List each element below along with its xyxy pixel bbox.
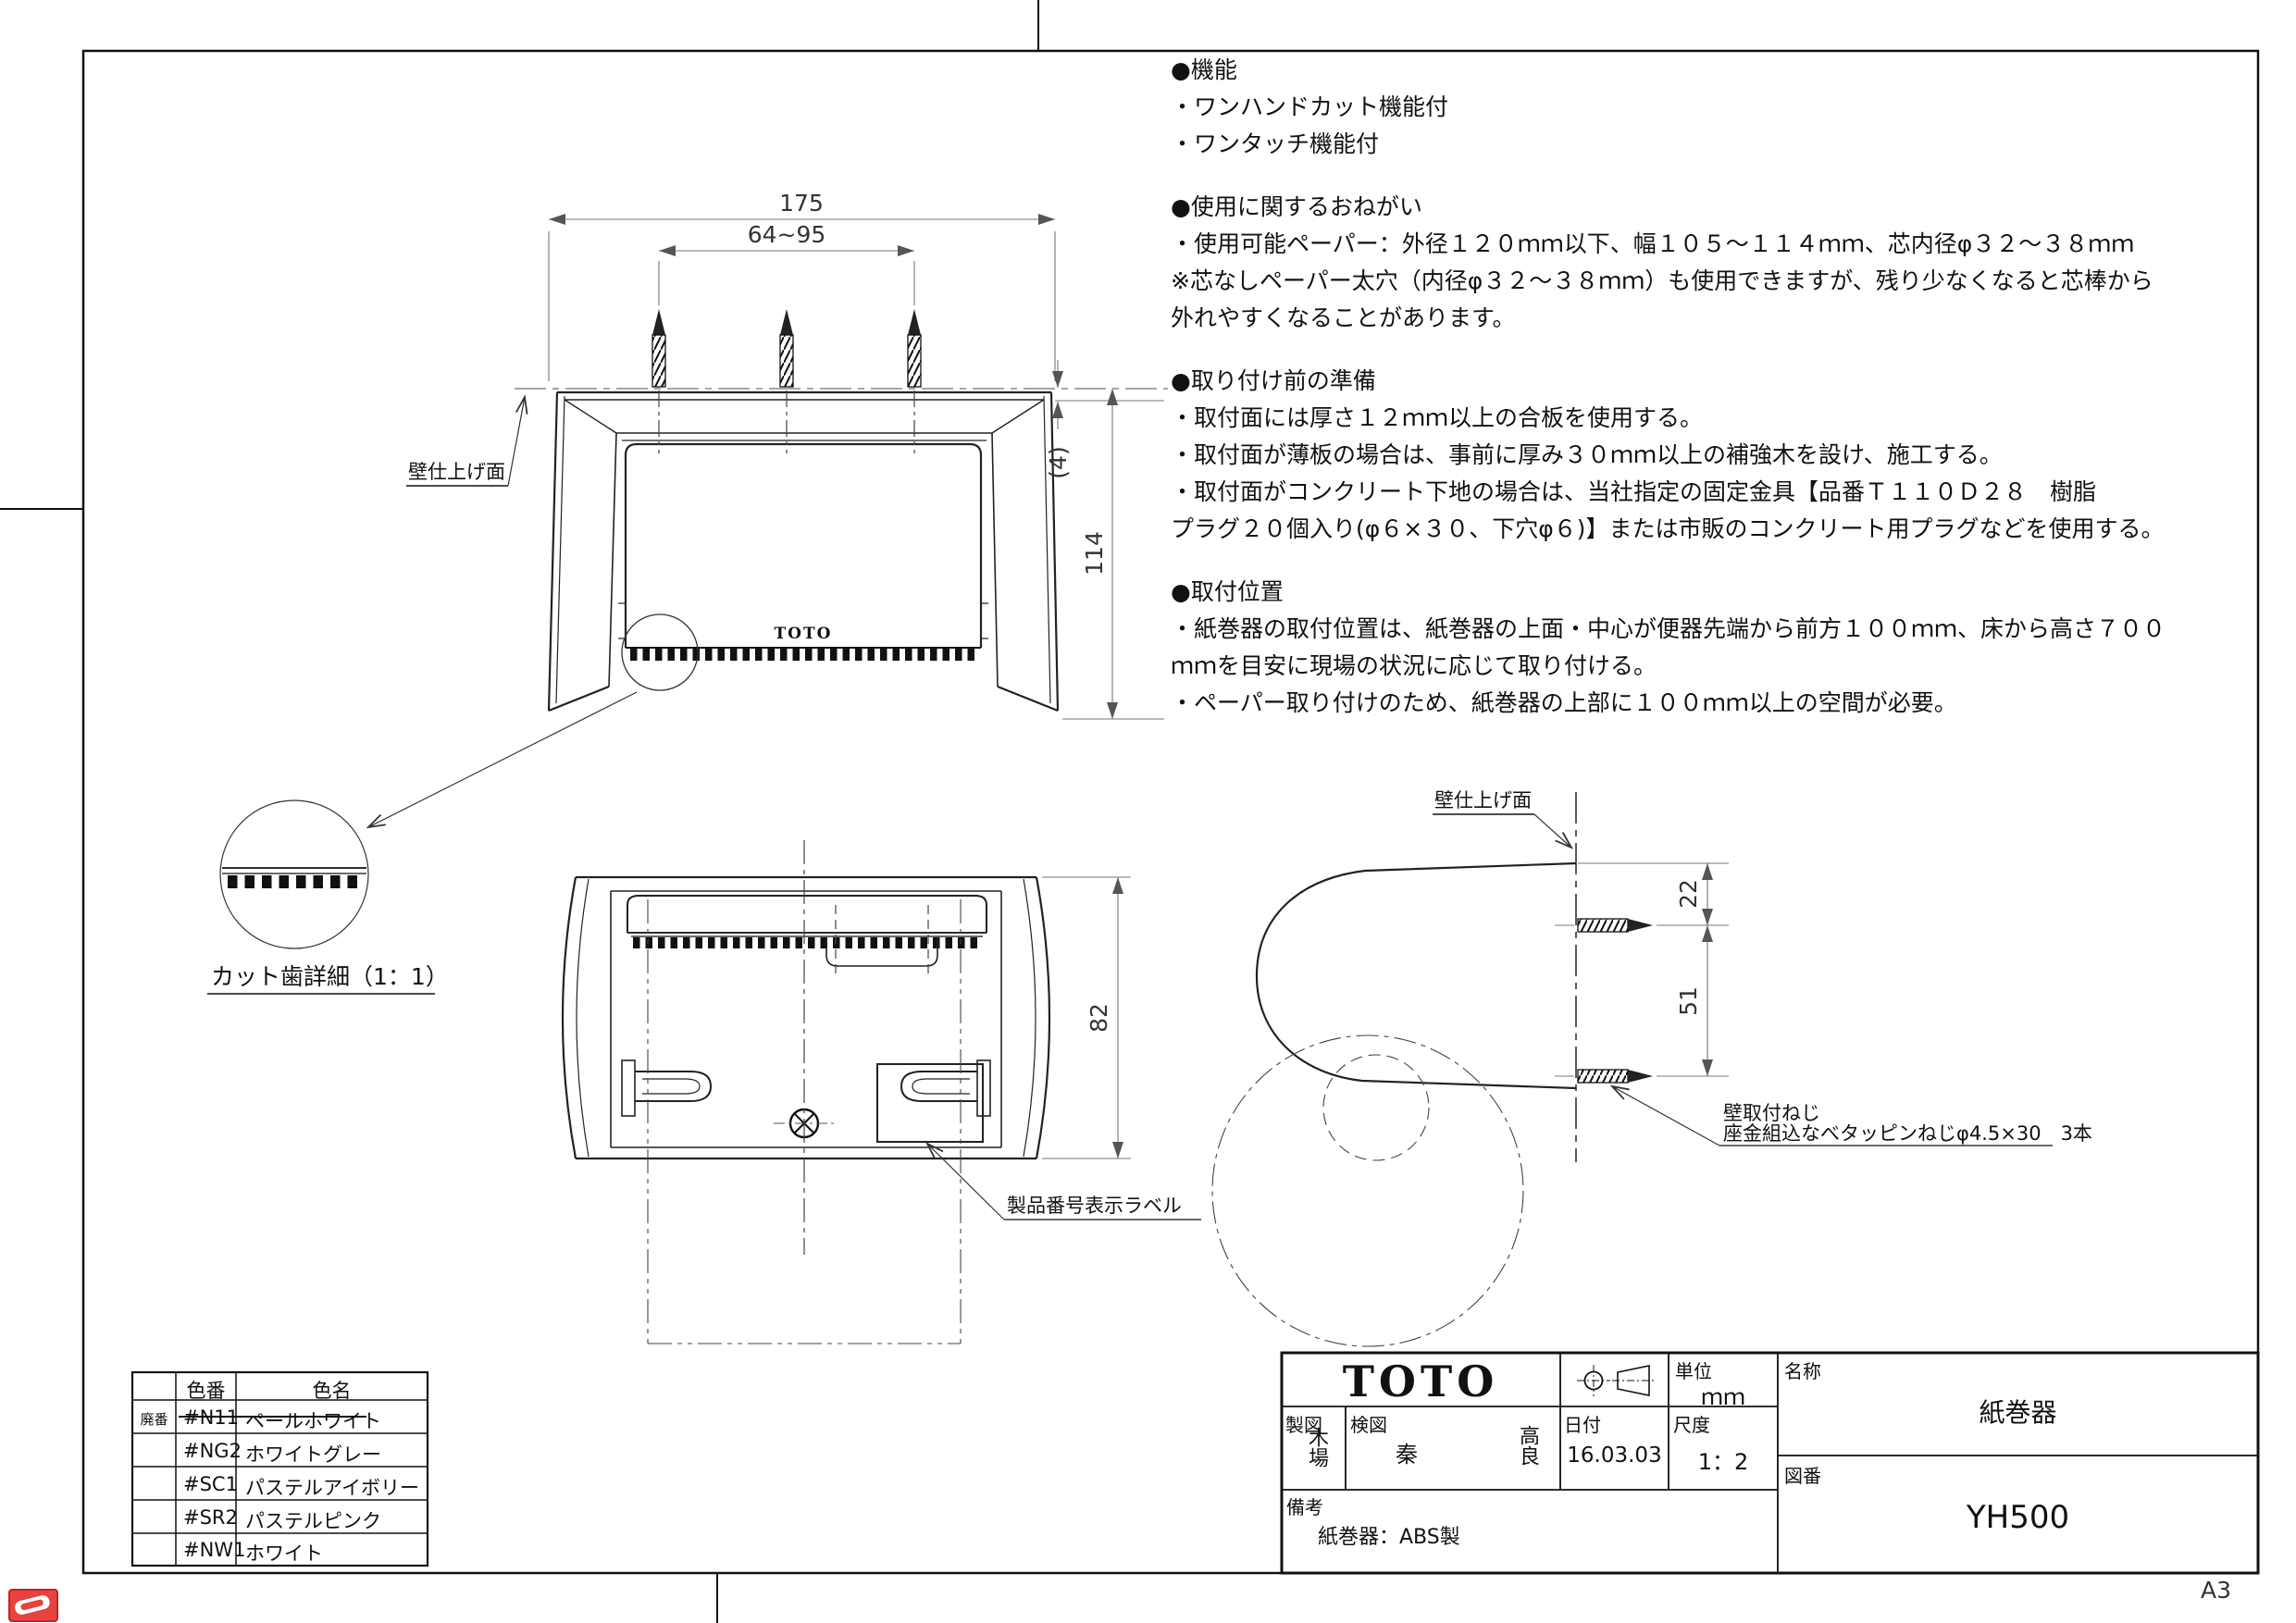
color-name-cell: ホワイトグレー — [245, 1443, 381, 1466]
unit-value: ｍｍ — [1701, 1384, 1745, 1410]
name-value: 紙巻器 — [1979, 1397, 2057, 1428]
drawing-number-label: 図番 — [1784, 1465, 1821, 1487]
note-section-usage: ●使用に関するおねがい ・使用可能ペーパー：外径１２０ｍｍ以下、幅１０５～１１４… — [1171, 189, 2267, 337]
color-code-cell: #NG2 — [183, 1440, 242, 1462]
drafter-value: 木場 — [1305, 1427, 1328, 1468]
red-stamp-icon — [8, 1589, 58, 1622]
dim-depth: 82 — [1086, 1003, 1112, 1033]
bottom-view: 82 製品番号表示ラベル — [561, 840, 1201, 1344]
note-line: ・使用可能ペーパー：外径１２０ｍｍ以下、幅１０５～１１４ｍｍ、芯内径φ３２～３８… — [1171, 230, 2135, 257]
note-section-features: ●機能 ・ワンハンドカット機能付 ・ワンタッチ機能付 — [1171, 52, 2267, 163]
wall-screw-note-line1: 壁取付ねじ — [1723, 1102, 1820, 1124]
color-code-cell: #SC1 — [183, 1473, 238, 1495]
discontinued-mark: 廃番 — [140, 1411, 168, 1428]
dim-screw-pitch: 51 — [1675, 986, 1702, 1016]
note-heading: ●機能 — [1171, 56, 1237, 83]
remarks-value: 紙巻器：ABS製 — [1318, 1526, 1460, 1549]
scale-label: 尺度 — [1673, 1414, 1710, 1436]
title-block-grid — [1280, 1351, 2260, 1575]
mounting-screw-icon — [907, 309, 922, 453]
note-line: ・ワンハンドカット機能付 — [1171, 93, 1449, 120]
note-section-position: ●取付位置 ・紙巻器の取付位置は、紙巻器の上面・中心が便器先端から前方１００ｍｍ… — [1171, 574, 2267, 722]
note-line: ・取付面が薄板の場合は、事前に厚み３０ｍｍ以上の補強木を設け、施工する。 — [1171, 441, 2003, 468]
unit-label: 単位 — [1675, 1360, 1712, 1382]
note-line: プラグ２０個入り(φ６×３０、下穴φ６)】または市販のコンクリート用プラグなどを… — [1171, 515, 2165, 542]
note-line: ・紙巻器の取付位置は、紙巻器の上面・中心が便器先端から前方１００ｍｍ、床から高さ… — [1171, 615, 2166, 642]
mounting-screw-icon — [779, 309, 794, 453]
projection-symbol-icon — [1577, 1365, 1657, 1396]
note-heading: ●取付位置 — [1171, 578, 1284, 605]
drafter-label: 製図 — [1285, 1414, 1322, 1436]
detail-caption: カット歯詳細（1：1） — [211, 963, 449, 990]
note-heading: ●取り付け前の準備 — [1171, 367, 1376, 394]
front-panel-logo: TOTO — [775, 625, 833, 643]
wall-screw-note-line2: 座金組込なべタッピンねじφ4.5×30 3本 — [1723, 1122, 2092, 1145]
product-number-plate — [876, 1063, 984, 1143]
wall-screw-icon — [1555, 918, 1653, 933]
drawing-number-value: YH500 — [1966, 1499, 2070, 1536]
remarks-label: 備考 — [1286, 1496, 1323, 1518]
wall-finish-label: 壁仕上げ面 — [408, 461, 505, 483]
note-line: ・取付面には厚さ１２ｍｍ以上の合板を使用する。 — [1171, 404, 1704, 431]
color-name-cell: ホワイト — [245, 1542, 323, 1565]
checker-value-1: 秦 — [1396, 1442, 1418, 1468]
note-line: ※芯なしペーパー太穴（内径φ３２～３８ｍｍ）も使用できますが、残り少なくなると芯… — [1171, 267, 2153, 294]
sheet-size-label: A3 — [2201, 1577, 2232, 1604]
color-code-cell: #SR2 — [183, 1506, 238, 1529]
cut-teeth-detail-view: カット歯詳細（1：1） — [207, 799, 449, 995]
note-section-preparation: ●取り付け前の準備 ・取付面には厚さ１２ｍｍ以上の合板を使用する。 ・取付面が薄… — [1171, 363, 2267, 548]
note-line: 外れやすくなることがあります。 — [1171, 304, 1516, 331]
scale-value: 1：2 — [1697, 1449, 1749, 1475]
color-name-cell: パステルピンク — [245, 1510, 381, 1532]
color-code-cell: #NW1 — [183, 1539, 246, 1561]
dim-edge-gap: (4) — [1045, 446, 1072, 478]
color-name-cell: ペールホワイト — [245, 1410, 381, 1432]
note-heading: ●使用に関するおねがい — [1171, 193, 1422, 220]
note-line: ・取付面がコンクリート下地の場合は、当社指定の固定金具【品番Ｔ１１０Ｄ２８ 樹脂 — [1171, 478, 2097, 505]
side-view: 壁仕上げ面 22 51 壁取付ねじ 座金組込なべタッピンねじφ4.5×30 3本 — [1211, 789, 2092, 1347]
note-line: ・ワンタッチ機能付 — [1171, 130, 1380, 157]
front-view: TOTO 壁仕上げ面 — [368, 190, 1168, 827]
color-code-cell: #N11 — [183, 1406, 240, 1429]
date-value: 16.03.03 — [1567, 1443, 1662, 1468]
product-number-label: 製品番号表示ラベル — [1007, 1195, 1182, 1217]
note-line: ｍｍを目安に現場の状況に応じて取り付ける。 — [1171, 652, 1657, 679]
notes-block: ●機能 ・ワンハンドカット機能付 ・ワンタッチ機能付 ●使用に関するおねがい ・… — [1171, 52, 2267, 722]
dim-screw-offset: 22 — [1675, 879, 1702, 909]
name-label: 名称 — [1784, 1360, 1821, 1382]
note-line: ・ペーパー取り付けのため、紙巻器の上部に１００ｍｍ以上の空間が必要。 — [1171, 689, 1957, 716]
color-code-header: 色番 — [186, 1380, 226, 1402]
dim-width: 175 — [779, 190, 824, 217]
color-table-grid — [130, 1370, 429, 1567]
date-label: 日付 — [1564, 1414, 1601, 1436]
color-name-header: 色名 — [312, 1380, 352, 1402]
wall-finish-label: 壁仕上げ面 — [1434, 789, 1532, 812]
wall-screw-icon — [1555, 1069, 1653, 1084]
checker-label: 検図 — [1350, 1414, 1387, 1436]
checker-value-2: 高良 — [1516, 1425, 1539, 1466]
color-name-cell: パステルアイボリー — [245, 1477, 419, 1499]
toto-logo: TOTO — [1342, 1357, 1499, 1406]
mounting-screw-icon — [652, 309, 666, 453]
front-dimensions — [548, 214, 1164, 720]
dim-screw-span: 64~95 — [748, 221, 826, 248]
dim-height: 114 — [1081, 531, 1108, 576]
